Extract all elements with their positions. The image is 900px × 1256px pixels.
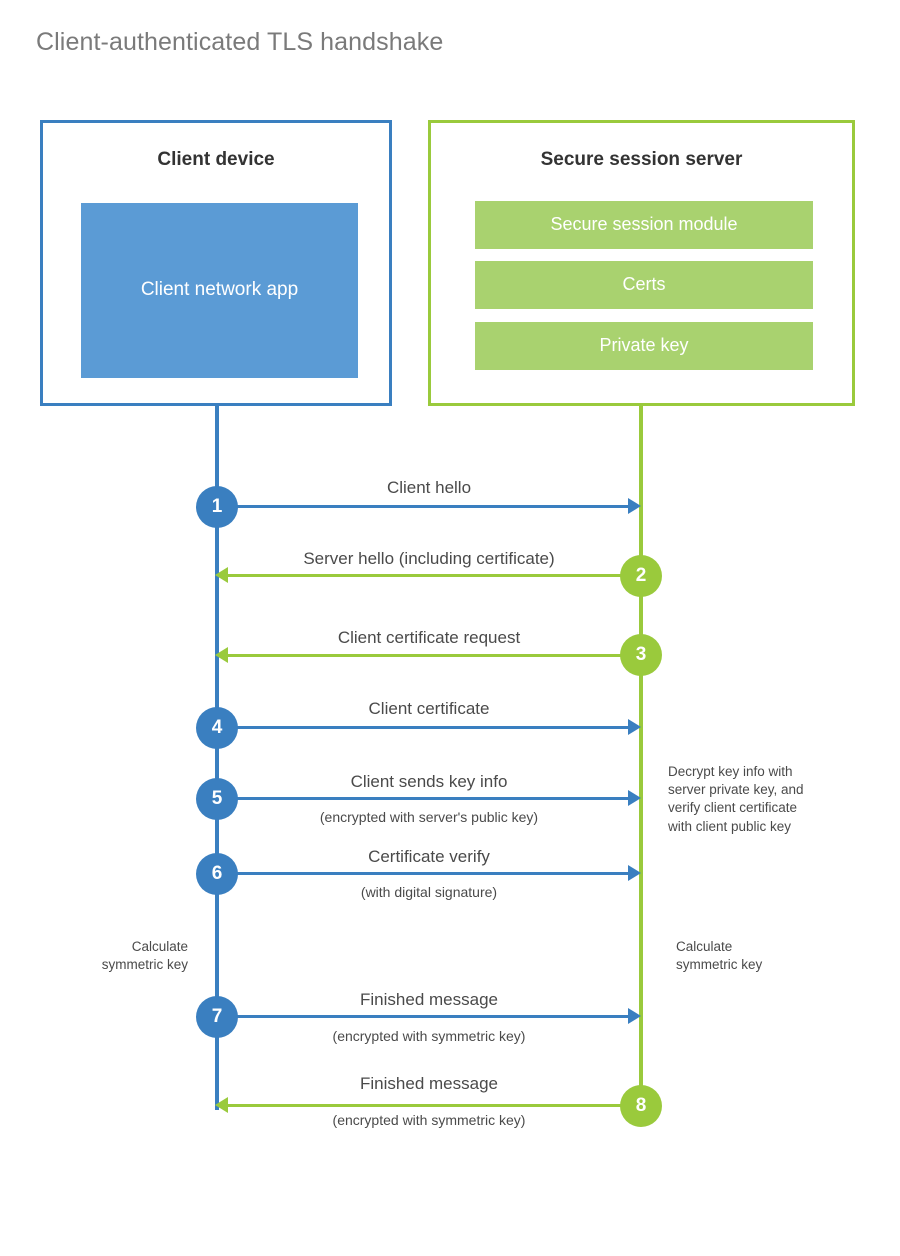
- client-network-app-block: Client network app: [81, 203, 358, 378]
- message-7-label: Finished message: [360, 990, 498, 1009]
- secure-session-server-title: Secure session server: [540, 149, 743, 170]
- message-5-label: Client sends key info: [350, 772, 508, 791]
- server-component-secure-session-module: Secure session module: [475, 201, 813, 249]
- message-5-arrow-line: [217, 797, 628, 800]
- message-3-arrowhead-left-icon: [215, 647, 228, 663]
- annotation-server-decrypt: Decrypt key info with server private key…: [668, 764, 804, 834]
- secure-session-server-box: Secure session server Secure session mod…: [428, 120, 855, 406]
- message-5-sublabel: (encrypted with server's public key): [319, 809, 539, 825]
- step-badge-6: 6: [196, 853, 238, 895]
- message-8-sublabel: (encrypted with symmetric key): [332, 1112, 526, 1128]
- step-badge-4: 4: [196, 707, 238, 749]
- message-3-arrow-line: [228, 654, 641, 657]
- message-1-arrow-line: [217, 505, 628, 508]
- message-6-arrowhead-right-icon: [628, 865, 641, 881]
- page-title: Client-authenticated TLS handshake: [36, 28, 444, 56]
- server-component-private-key: Private key: [475, 322, 813, 370]
- message-6-sublabel: (with digital signature): [360, 884, 498, 900]
- message-4-arrow-line: [217, 726, 628, 729]
- message-4-label: Client certificate: [368, 699, 490, 718]
- message-2-arrow-line: [228, 574, 641, 577]
- annotation-client-calculate-symmetric-key: Calculate symmetric key: [101, 939, 188, 973]
- client-device-box: Client device Client network app: [40, 120, 392, 406]
- message-2-label: Server hello (including certificate): [303, 549, 555, 568]
- step-badge-7: 7: [196, 996, 238, 1038]
- message-1-label: Client hello: [386, 478, 472, 497]
- message-8-label: Finished message: [360, 1074, 498, 1093]
- server-component-certs: Certs: [475, 261, 813, 309]
- message-8-arrow-line: [228, 1104, 641, 1107]
- message-7-sublabel: (encrypted with symmetric key): [332, 1028, 526, 1044]
- message-7-arrowhead-right-icon: [628, 1008, 641, 1024]
- step-badge-8: 8: [620, 1085, 662, 1127]
- annotation-server-calculate-symmetric-key: Calculate symmetric key: [676, 939, 763, 973]
- step-badge-3: 3: [620, 634, 662, 676]
- step-badge-1: 1: [196, 486, 238, 528]
- message-6-label: Certificate verify: [368, 847, 490, 866]
- message-5-arrowhead-right-icon: [628, 790, 641, 806]
- client-lifeline: [215, 405, 219, 1110]
- message-3-label: Client certificate request: [337, 628, 521, 647]
- step-badge-5: 5: [196, 778, 238, 820]
- message-2-arrowhead-left-icon: [215, 567, 228, 583]
- message-4-arrowhead-right-icon: [628, 719, 641, 735]
- message-7-arrow-line: [217, 1015, 628, 1018]
- step-badge-2: 2: [620, 555, 662, 597]
- client-device-title: Client device: [157, 149, 275, 170]
- message-1-arrowhead-right-icon: [628, 498, 641, 514]
- message-8-arrowhead-left-icon: [215, 1097, 228, 1113]
- server-lifeline: [639, 405, 643, 1107]
- message-6-arrow-line: [217, 872, 628, 875]
